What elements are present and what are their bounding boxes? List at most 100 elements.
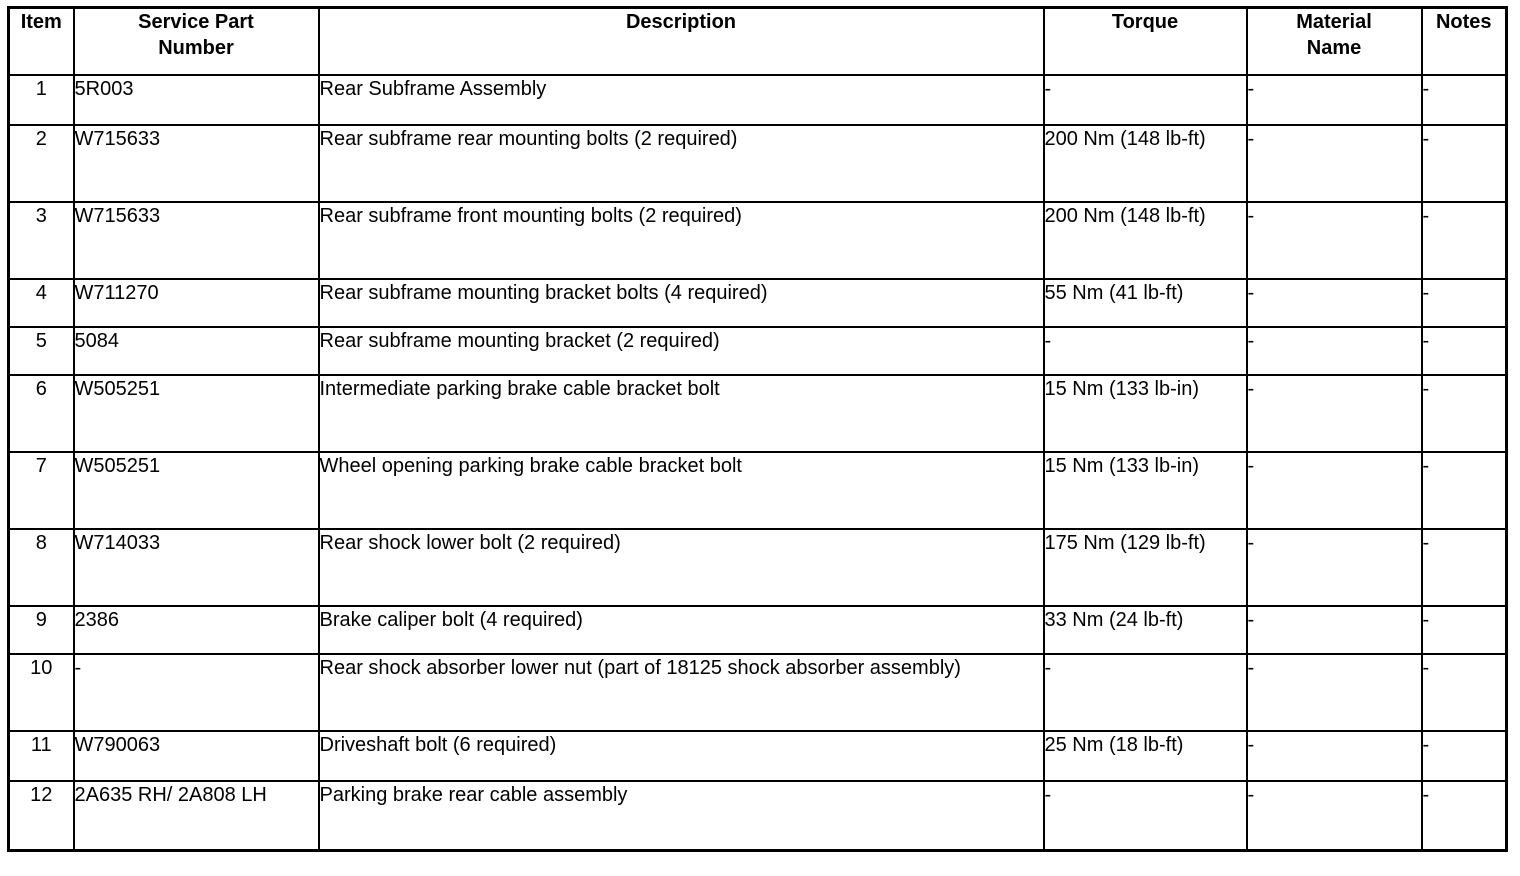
cell-material: - — [1246, 201, 1423, 280]
cell-desc: Rear shock lower bolt (2 required) — [318, 528, 1045, 607]
column-header-torque-label: Torque — [1111, 11, 1179, 33]
cell-desc: Rear subframe front mounting bolts (2 re… — [318, 201, 1045, 280]
cell-material: - — [1246, 780, 1423, 851]
cell-notes: - — [1421, 326, 1507, 376]
cell-notes: - — [1421, 451, 1507, 530]
cell-torque: - — [1043, 780, 1248, 851]
cell-material: - — [1246, 605, 1423, 655]
cell-torque: 15 Nm (133 lb-in) — [1043, 374, 1248, 453]
cell-item: 7 — [8, 451, 75, 530]
cell-part: 2386 — [73, 605, 320, 655]
cell-material: - — [1246, 74, 1423, 126]
cell-torque: 200 Nm (148 lb-ft) — [1043, 124, 1248, 203]
cell-torque: - — [1043, 326, 1248, 376]
cell-desc: Intermediate parking brake cable bracket… — [318, 374, 1045, 453]
cell-desc: Brake caliper bolt (4 required) — [318, 605, 1045, 655]
cell-part: 2A635 RH/ 2A808 LH — [73, 780, 320, 851]
cell-part: W790063 — [73, 730, 320, 782]
cell-part: 5R003 — [73, 74, 320, 126]
cell-material: - — [1246, 278, 1423, 328]
cell-material: - — [1246, 326, 1423, 376]
column-header-service-part-number-line1: Service Part — [138, 11, 254, 33]
cell-torque: 25 Nm (18 lb-ft) — [1043, 730, 1248, 782]
column-header-notes: Notes — [1421, 7, 1507, 76]
cell-notes: - — [1421, 124, 1507, 203]
cell-torque: 175 Nm (129 lb-ft) — [1043, 528, 1248, 607]
cell-notes: - — [1421, 74, 1507, 126]
cell-material: - — [1246, 653, 1423, 732]
cell-item: 10 — [8, 653, 75, 732]
cell-material: - — [1246, 451, 1423, 530]
cell-notes: - — [1421, 201, 1507, 280]
cell-item: 2 — [8, 124, 75, 203]
column-header-item-label: Item — [20, 11, 62, 33]
cell-torque: - — [1043, 74, 1248, 126]
cell-torque: 33 Nm (24 lb-ft) — [1043, 605, 1248, 655]
cell-desc: Rear subframe mounting bracket bolts (4 … — [318, 278, 1045, 328]
column-header-material-name-line2: Name — [1306, 37, 1362, 59]
cell-material: - — [1246, 124, 1423, 203]
cell-notes: - — [1421, 528, 1507, 607]
cell-notes: - — [1421, 605, 1507, 655]
cell-notes: - — [1421, 730, 1507, 782]
cell-torque: 55 Nm (41 lb-ft) — [1043, 278, 1248, 328]
column-header-torque: Torque — [1043, 7, 1248, 76]
cell-item: 1 — [8, 74, 75, 126]
column-header-notes-label: Notes — [1435, 11, 1492, 33]
cell-notes: - — [1421, 653, 1507, 732]
column-header-material-name-line1: Material — [1296, 11, 1372, 33]
cell-part: 5084 — [73, 326, 320, 376]
cell-notes: - — [1422, 783, 1430, 806]
cell-notes: - — [1421, 374, 1507, 453]
cell-desc: Rear shock absorber lower nut (part of 1… — [318, 653, 1045, 732]
column-header-description-label: Description — [625, 11, 737, 33]
cell-desc: Wheel opening parking brake cable bracke… — [318, 451, 1045, 530]
cell-item: 4 — [8, 278, 75, 328]
cell-desc: Parking brake rear cable assembly — [318, 780, 1045, 851]
cell-part: W715633 — [73, 124, 320, 203]
cell-part: - — [73, 653, 320, 732]
cell-item: 8 — [8, 528, 75, 607]
cell-torque: 15 Nm (133 lb-in) — [1043, 451, 1248, 530]
cell-desc: Rear subframe rear mounting bolts (2 req… — [318, 124, 1045, 203]
cell-material: - — [1246, 528, 1423, 607]
cell-material: - — [1246, 730, 1423, 782]
cell-item: 6 — [8, 374, 75, 453]
cell-desc: Driveshaft bolt (6 required) — [318, 730, 1045, 782]
cell-part: W711270 — [73, 278, 320, 328]
cell-torque: 200 Nm (148 lb-ft) — [1043, 201, 1248, 280]
column-header-item: Item — [8, 7, 75, 76]
cell-item: 5 — [8, 326, 75, 376]
cell-material: - — [1246, 374, 1423, 453]
cell-part: W505251 — [73, 451, 320, 530]
cell-item: 12 — [8, 780, 75, 851]
cell-part: W715633 — [73, 201, 320, 280]
table-row: 10-Rear shock absorber lower nut (part o… — [8, 653, 1507, 732]
cell-torque: - — [1043, 653, 1248, 732]
column-header-description: Description — [318, 7, 1045, 76]
cell-desc: Rear Subframe Assembly — [318, 74, 1045, 126]
cell-desc: Rear subframe mounting bracket (2 requir… — [318, 326, 1045, 376]
cell-part: W714033 — [73, 528, 320, 607]
cell-item: 11 — [8, 730, 75, 782]
cell-part: W505251 — [73, 374, 320, 453]
cell-item: 3 — [8, 201, 75, 280]
